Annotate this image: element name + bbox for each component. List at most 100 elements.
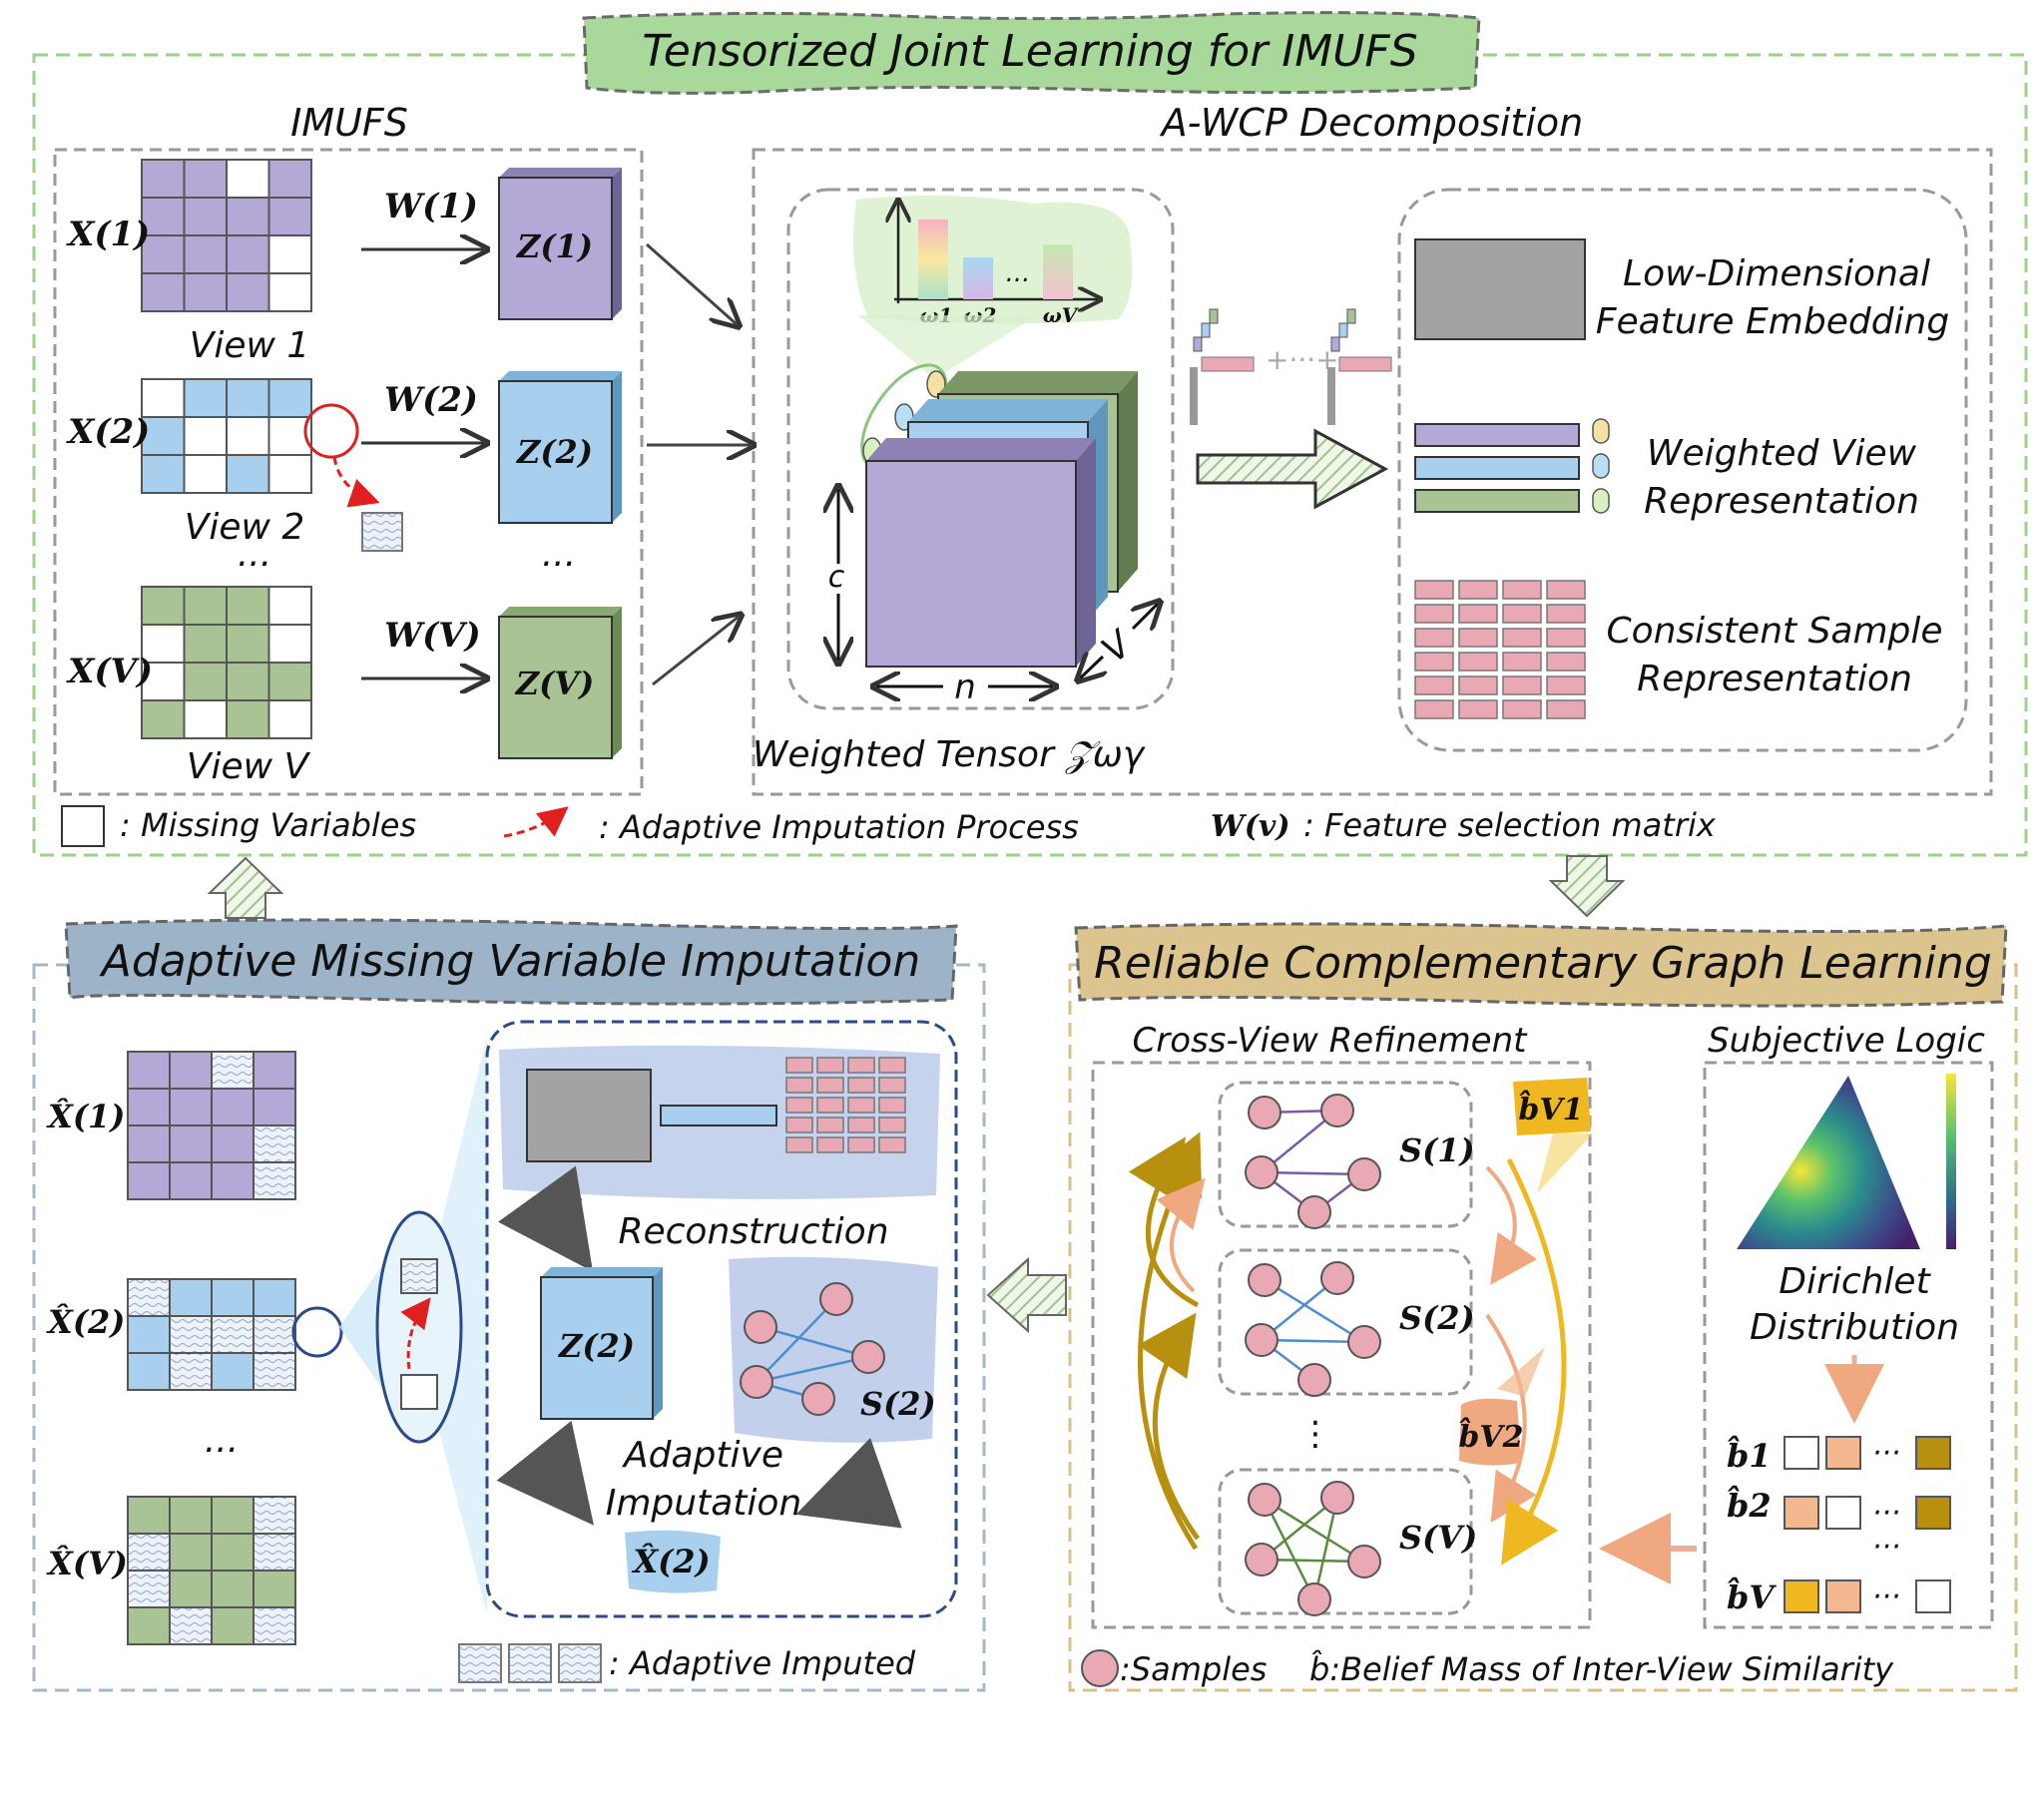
z1-block: Z(1) (498, 168, 622, 320)
recon-cell (816, 1117, 844, 1133)
consistent-cell (1546, 604, 1586, 624)
legend-samples-text: :Samples (1120, 1650, 1267, 1688)
dirichlet-line-1: Dirichlet (1779, 1261, 1931, 1302)
subjective-logic-box (1703, 1061, 1994, 1629)
s2-left-node (851, 1340, 885, 1374)
s2-node (1347, 1325, 1381, 1359)
graph-sv (1245, 1481, 1381, 1616)
legend-imputed-cell-2 (508, 1643, 552, 1683)
belief-row-2-cell-1 (1784, 1496, 1819, 1530)
belief-v1-beam (1537, 1133, 1593, 1193)
consistent-cell (1546, 628, 1586, 648)
cross-view-label: Cross-View Refinement (1133, 1021, 1529, 1061)
viewv-matrix-cell (267, 699, 312, 739)
view1-matrix-cell (183, 197, 228, 236)
legend-w-symbol: W(v) (1211, 809, 1290, 844)
consistent-cell (1414, 628, 1454, 648)
xhatv-matrix-cell (211, 1606, 255, 1645)
xhat2-result: X̂(2) (631, 1543, 710, 1580)
s2-left-node (744, 1310, 777, 1344)
s2-left-edge (756, 1355, 869, 1384)
legend-imputed-cell-3 (558, 1643, 602, 1683)
s1-edge (1261, 1170, 1365, 1176)
axis-v: V (1094, 623, 1141, 672)
recon-cell (785, 1097, 813, 1114)
xhatv-matrix-cell (169, 1533, 213, 1572)
view1-matrix-cell (267, 272, 312, 312)
xhat1-label: X̂(1) (46, 1098, 125, 1135)
belief-row-v-ellipsis: ··· (1872, 1579, 1901, 1614)
s1-node (1347, 1157, 1381, 1191)
recon-view-bar (660, 1105, 777, 1126)
belief-row-1-label: b̂1 (1727, 1435, 1772, 1475)
viewv-matrix-cell (267, 586, 312, 626)
belief-row-2-label: b̂2 (1727, 1485, 1772, 1525)
recon-cell (847, 1057, 875, 1074)
output-2-line-2: Representation (1644, 481, 1919, 522)
xhatv-matrix-cell (169, 1606, 213, 1645)
z1-label: Z(1) (515, 227, 593, 265)
graph-s1 (1245, 1094, 1381, 1229)
s1-node (1297, 1195, 1331, 1229)
recon-cell (816, 1097, 844, 1114)
missing-cell-highlight (303, 403, 359, 459)
consistent-cell (1502, 675, 1542, 695)
stacked-tensor (865, 371, 1138, 668)
consistent-cell (1546, 675, 1586, 695)
legend-w-text: : Feature selection matrix (1303, 806, 1717, 844)
w2-label: W(2) (384, 380, 478, 420)
recon-cell (847, 1077, 875, 1094)
xhatv-matrix-cell (127, 1496, 171, 1535)
s1-node (1320, 1094, 1354, 1127)
recon-cell (878, 1117, 906, 1133)
consistent-cell (1414, 604, 1454, 624)
sv-edge (1312, 1497, 1339, 1600)
xhat1-matrix-cell (127, 1161, 171, 1200)
xhat2-matrix-cell (127, 1352, 171, 1391)
xhat2-matrix-cell (253, 1278, 296, 1317)
view1-matrix-cell (226, 272, 270, 312)
recon-cell (847, 1097, 875, 1114)
zoom-source-circle (291, 1306, 343, 1358)
s2-node (1248, 1263, 1281, 1297)
consistent-cell (1414, 675, 1454, 695)
legend-imputed-text: : Adaptive Imputed (609, 1644, 916, 1682)
imputation-arrow (332, 456, 380, 508)
imufs-label: IMUFS (290, 101, 408, 145)
weight-token-1 (926, 370, 946, 398)
weighted-tensor-box (786, 188, 1175, 710)
cross-view-box (1091, 1061, 1592, 1629)
belief-row-ellipsis: ··· (1872, 1530, 1901, 1565)
xhat2-label: X̂(2) (46, 1303, 125, 1341)
legend-imputation-text: : Adaptive Imputation Process (599, 808, 1079, 846)
tensor-caption: Weighted Tensor 𝒵ωγ (753, 734, 1146, 775)
output-3-line-1: Consistent Sample (1606, 611, 1942, 652)
view2-matrix-cell (226, 416, 270, 456)
belief-row-v-cell-1 (1784, 1579, 1819, 1613)
xhat2-matrix-cell (169, 1278, 213, 1317)
recon-cell (785, 1077, 813, 1094)
dirichlet-simplex (1737, 1076, 1920, 1249)
belief-row-2-cell-2 (1825, 1496, 1861, 1530)
legend-imputation-arrow (503, 806, 569, 838)
belief-row-2-cell-v (1915, 1496, 1951, 1530)
recon-cell (878, 1077, 906, 1094)
z1-to-tensor-arrow (646, 242, 737, 324)
graph-s2-bg (729, 1256, 938, 1443)
view1-matrix-cell (267, 197, 312, 236)
consistent-cell (1458, 604, 1498, 624)
xhat2-bg (625, 1530, 721, 1593)
right-title-banner: Reliable Complementary Graph Learning (1074, 922, 2008, 1008)
s2-left-edge (756, 1298, 837, 1383)
xhat2-matrix-cell (211, 1352, 255, 1391)
consistent-cell (1458, 628, 1498, 648)
zoom-imputation-arrow (400, 1297, 431, 1370)
xhat1-matrix-cell (169, 1125, 213, 1163)
s2-label: S(2) (1399, 1299, 1475, 1337)
down-block-arrow (1548, 855, 1626, 918)
wv-label: W(V) (384, 616, 481, 656)
s1-node (1245, 1155, 1278, 1189)
consistent-cell (1546, 699, 1586, 719)
xhatv-matrix-cell (253, 1533, 296, 1572)
sv-edge (1263, 1499, 1316, 1600)
